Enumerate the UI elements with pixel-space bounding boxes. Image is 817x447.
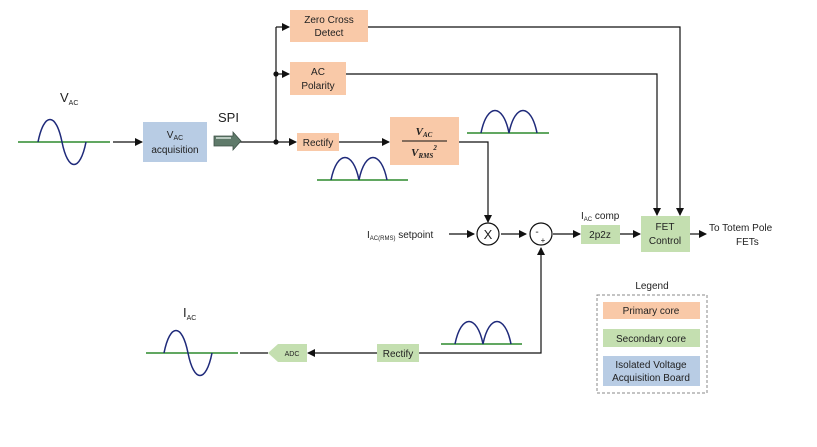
spi-label: SPI [218, 110, 239, 125]
vac-over-vrms-squared-block: VAC VRMS2 [390, 117, 459, 165]
vac-sine-wave [18, 119, 110, 165]
svg-text:Secondary core: Secondary core [616, 334, 686, 345]
output-label-line1: To Totem Pole [709, 223, 773, 234]
iac-sine-wave [146, 330, 238, 376]
spi-arrow-icon [213, 130, 242, 152]
output-label-line2: FETs [736, 237, 759, 248]
svg-text:Rectify: Rectify [303, 138, 334, 149]
rectify-bottom-block: Rectify [377, 344, 419, 362]
fet-control-block: FET Control [641, 216, 690, 252]
legend-item-secondary-core: Secondary core [603, 329, 700, 347]
vac-acquisition-block: VAC acquisition [143, 122, 207, 162]
svg-text:Rectify: Rectify [383, 349, 414, 360]
svg-text:2p2z: 2p2z [589, 230, 611, 241]
svg-text:Detect: Detect [315, 28, 344, 39]
svg-text:-: - [535, 227, 538, 238]
vac-acquisition-line2: acquisition [151, 145, 198, 156]
svg-text:AC: AC [311, 67, 325, 78]
svg-text:Isolated Voltage: Isolated Voltage [615, 360, 687, 371]
rectify-top-block: Rectify [297, 133, 339, 151]
rectified-wave-mid [317, 157, 408, 181]
svg-text:Primary core: Primary core [623, 306, 680, 317]
adc-block: ADC [268, 344, 307, 362]
ratio-denominator: VRMS2 [411, 144, 437, 160]
svg-text:Control: Control [649, 236, 681, 247]
iac-label: IAC [183, 305, 196, 322]
svg-text:ADC: ADC [285, 351, 300, 358]
svg-text:Polarity: Polarity [301, 81, 334, 92]
svg-text:X: X [484, 227, 493, 242]
legend: Legend Primary core Secondary core Isola… [596, 281, 708, 394]
zero-cross-detect-block: Zero Cross Detect [290, 10, 368, 42]
ac-polarity-block: AC Polarity [290, 62, 346, 95]
svg-text:Zero Cross: Zero Cross [304, 15, 353, 26]
iac-rms-setpoint-label: IAC(RMS) setpoint [367, 230, 433, 242]
comp-2p2z-block: 2p2z [581, 225, 620, 244]
svg-text:Acquisition Board: Acquisition Board [612, 373, 690, 384]
iac-comp-label: IAC comp [581, 211, 620, 223]
summing-junction: - + [529, 222, 553, 246]
legend-item-primary-core: Primary core [603, 302, 700, 319]
connections [113, 23, 707, 357]
vac-acquisition-line1: VAC [167, 130, 183, 142]
svg-text:+: + [541, 236, 546, 245]
rectified-wave-bottom [441, 321, 522, 345]
ratio-numerator: VAC [416, 126, 433, 139]
legend-title: Legend [635, 281, 668, 292]
multiplier-node: X [476, 222, 500, 246]
svg-text:FET: FET [656, 222, 675, 233]
rectified-wave-top-right [467, 110, 549, 134]
vac-label: VAC [60, 90, 78, 107]
legend-item-isolated-board: Isolated Voltage Acquisition Board [603, 356, 700, 386]
